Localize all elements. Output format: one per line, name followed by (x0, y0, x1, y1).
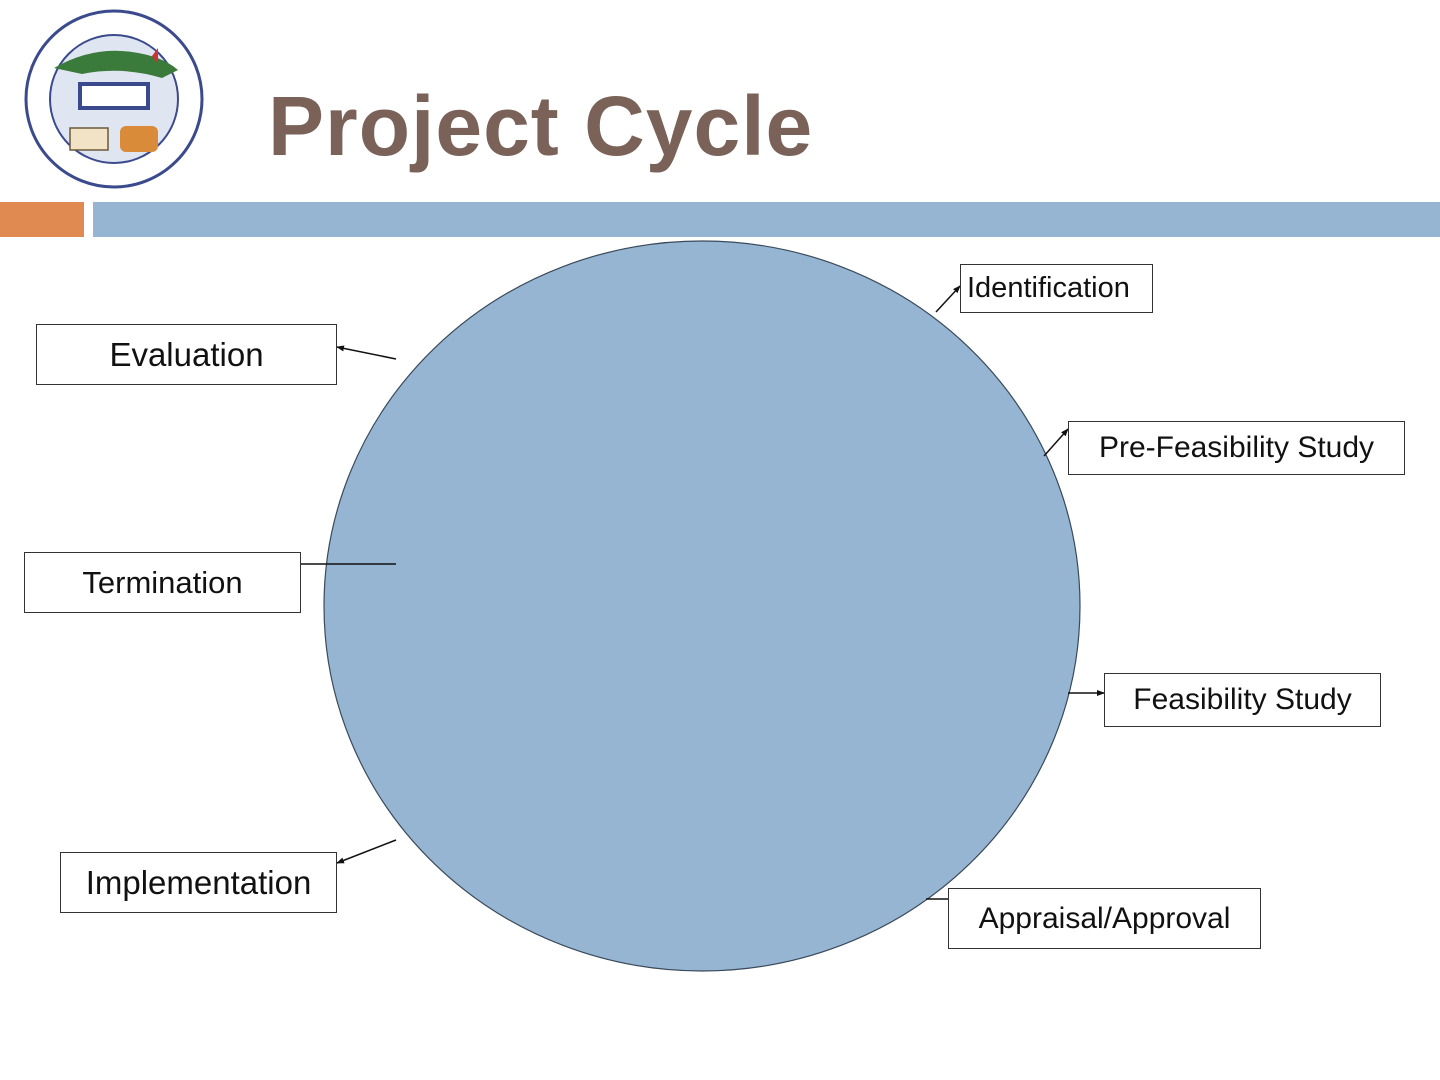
college-logo (12, 8, 216, 190)
cycle-circle (323, 240, 1081, 972)
stage-label-feasibility-study: Feasibility Study (1133, 683, 1352, 716)
arrow-identification (935, 285, 961, 313)
college-emblem-icon (24, 9, 204, 189)
stage-label-identification: Identification (967, 272, 1130, 304)
arrow-pre-feasibility-study (1043, 428, 1069, 457)
stage-label-termination: Termination (82, 564, 243, 600)
accent-bar-orange (0, 202, 84, 237)
stage-box-identification: Identification (960, 264, 1153, 313)
stage-box-implementation: Implementation (60, 852, 337, 913)
stage-box-appraisal-approval: Appraisal/Approval (948, 888, 1261, 949)
stage-label-evaluation: Evaluation (109, 335, 264, 373)
arrow-implementation (336, 839, 397, 864)
accent-bar-blue (93, 202, 1440, 237)
stage-label-appraisal-approval: Appraisal/Approval (978, 901, 1231, 935)
stage-box-feasibility-study: Feasibility Study (1104, 673, 1381, 727)
stage-box-pre-feasibility-study: Pre-Feasibility Study (1068, 421, 1405, 475)
slide-title: Project Cycle (268, 79, 814, 173)
stage-label-pre-feasibility-study: Pre-Feasibility Study (1098, 431, 1375, 464)
stage-box-evaluation: Evaluation (36, 324, 337, 385)
stage-box-termination: Termination (24, 552, 301, 613)
arrows-layer (286, 285, 1105, 902)
arrow-evaluation (336, 345, 397, 360)
stage-label-implementation: Implementation (85, 863, 312, 901)
